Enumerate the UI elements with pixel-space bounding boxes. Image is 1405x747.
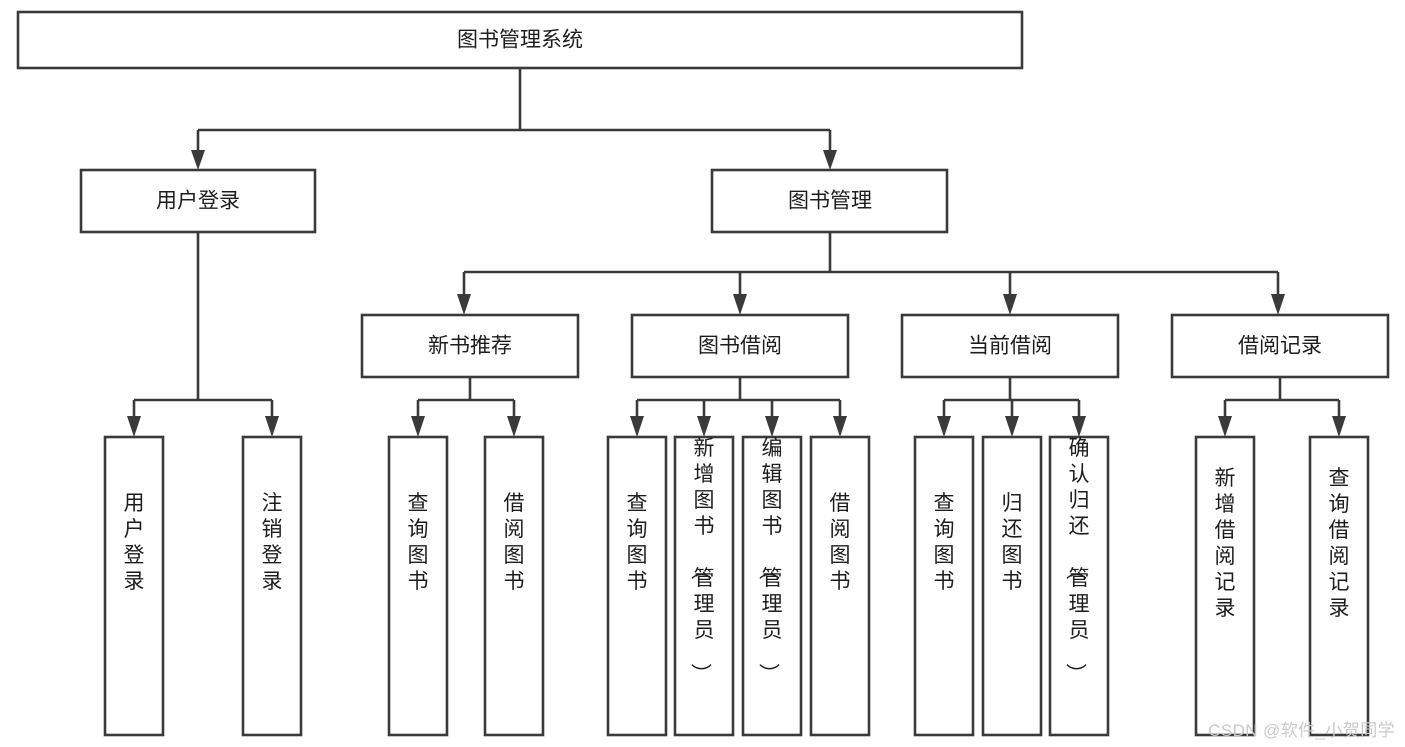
- node-root[interactable]: 图书管理系统: [16, 10, 1024, 70]
- leaf-new-book-0-label: 查询图书: [408, 492, 429, 593]
- leaf-current-0-label: 查询图书: [934, 492, 955, 593]
- node-book-management-label: 图书管理: [788, 190, 872, 213]
- arrow-records-leaf-1: [1332, 416, 1346, 437]
- arrow-borrow-leaf-1: [697, 416, 711, 437]
- leaf-current-2[interactable]: 确认归还（管理员）: [1048, 435, 1110, 737]
- node-borrow-records-label: 借阅记录: [1238, 335, 1322, 358]
- leaf-records-0-box[interactable]: [1194, 435, 1256, 737]
- leaf-borrow-0-box[interactable]: [606, 435, 668, 737]
- leaf-borrow-3[interactable]: 借阅图书: [809, 435, 871, 737]
- leaf-user-login-0-box[interactable]: [103, 435, 165, 737]
- leaf-records-1[interactable]: 查询借阅记录: [1308, 435, 1370, 737]
- leaf-current-1-label: 归还图书: [1002, 492, 1023, 593]
- leaf-user-login-1-box[interactable]: [241, 435, 303, 737]
- leaf-current-1[interactable]: 归还图书: [981, 435, 1043, 737]
- node-user-login-label: 用户登录: [156, 190, 240, 213]
- arrow-borrow-leaf-2: [765, 416, 779, 437]
- leaf-records-1-label: 查询借阅记录: [1329, 467, 1350, 620]
- arrow-to-current: [1003, 294, 1017, 315]
- leaf-borrow-1[interactable]: 新增图书（管理员）: [673, 435, 735, 737]
- leaf-borrow-1-box[interactable]: [673, 435, 735, 737]
- node-user-login-box[interactable]: [79, 168, 317, 234]
- node-root-box[interactable]: [16, 10, 1024, 70]
- arrow-borrow-leaf-0: [630, 416, 644, 437]
- leaf-user-login-1-label: 注销登录: [262, 492, 283, 593]
- leaf-new-book-0[interactable]: 查询图书: [387, 435, 449, 737]
- node-new-book-recommend-box[interactable]: [360, 313, 580, 379]
- leaf-current-1-box[interactable]: [981, 435, 1043, 737]
- node-user-login[interactable]: 用户登录: [79, 168, 317, 234]
- leaf-current-0[interactable]: 查询图书: [913, 435, 975, 737]
- node-book-borrow[interactable]: 图书借阅: [630, 313, 850, 379]
- node-book-borrow-label: 图书借阅: [698, 335, 782, 358]
- arrow-to-book-mgmt: [823, 150, 837, 170]
- arrow-to-records: [1271, 294, 1285, 315]
- leaf-borrow-2[interactable]: 编辑图书（管理员）: [741, 435, 803, 737]
- node-borrow-records-box[interactable]: [1170, 313, 1390, 379]
- node-book-management-box[interactable]: [710, 168, 949, 234]
- node-book-borrow-box[interactable]: [630, 313, 850, 379]
- arrow-borrow-leaf-3: [833, 416, 847, 437]
- arrow-to-new-book: [457, 294, 471, 315]
- arrow-records-leaf-0: [1218, 416, 1232, 437]
- node-borrow-records[interactable]: 借阅记录: [1170, 313, 1390, 379]
- leaf-user-login-0[interactable]: 用户登录: [103, 435, 165, 737]
- leaf-borrow-1-label: 新增图书（管理员）: [689, 437, 715, 684]
- arrow-user-login-leaf-1: [265, 416, 279, 437]
- node-current-borrow[interactable]: 当前借阅: [900, 313, 1120, 379]
- leaf-borrow-3-label: 借阅图书: [830, 492, 851, 593]
- arrow-current-leaf-0: [937, 416, 951, 437]
- arrow-new-book-leaf-0: [411, 416, 425, 437]
- leaf-borrow-0-label: 查询图书: [627, 492, 648, 593]
- leaf-new-book-1-box[interactable]: [483, 435, 545, 737]
- leaf-new-book-0-box[interactable]: [387, 435, 449, 737]
- node-current-borrow-box[interactable]: [900, 313, 1120, 379]
- leaf-user-login-1[interactable]: 注销登录: [241, 435, 303, 737]
- arrow-to-borrow: [733, 294, 747, 315]
- leaf-current-2-label: 确认归还（管理员）: [1064, 437, 1090, 684]
- leaf-borrow-2-label: 编辑图书（管理员）: [757, 437, 783, 684]
- arrow-current-leaf-2: [1072, 416, 1086, 437]
- arrow-to-user-login: [191, 150, 205, 170]
- csdn-watermark: CSDN @软件_小贺同学: [1208, 721, 1395, 740]
- leaf-new-book-1[interactable]: 借阅图书: [483, 435, 545, 737]
- node-root-label: 图书管理系统: [457, 29, 583, 52]
- leaf-records-0[interactable]: 新增借阅记录: [1194, 435, 1256, 737]
- leaf-borrow-0[interactable]: 查询图书: [606, 435, 668, 737]
- node-new-book-recommend[interactable]: 新书推荐: [360, 313, 580, 379]
- arrow-new-book-leaf-1: [507, 416, 521, 437]
- node-current-borrow-label: 当前借阅: [968, 335, 1052, 358]
- connector-layer: [127, 68, 1346, 437]
- arrow-current-leaf-1: [1005, 416, 1019, 437]
- leaf-user-login-0-label: 用户登录: [124, 492, 145, 593]
- leaf-borrow-2-box[interactable]: [741, 435, 803, 737]
- leaf-current-2-box[interactable]: [1048, 435, 1110, 737]
- node-new-book-recommend-label: 新书推荐: [428, 335, 512, 358]
- leaf-borrow-3-box[interactable]: [809, 435, 871, 737]
- leaf-new-book-1-label: 借阅图书: [504, 492, 525, 593]
- leaf-current-0-box[interactable]: [913, 435, 975, 737]
- leaf-records-1-box[interactable]: [1308, 435, 1370, 737]
- arrow-user-login-leaf-0: [127, 416, 141, 437]
- node-book-management[interactable]: 图书管理: [710, 168, 949, 234]
- leaf-records-0-label: 新增借阅记录: [1215, 467, 1236, 620]
